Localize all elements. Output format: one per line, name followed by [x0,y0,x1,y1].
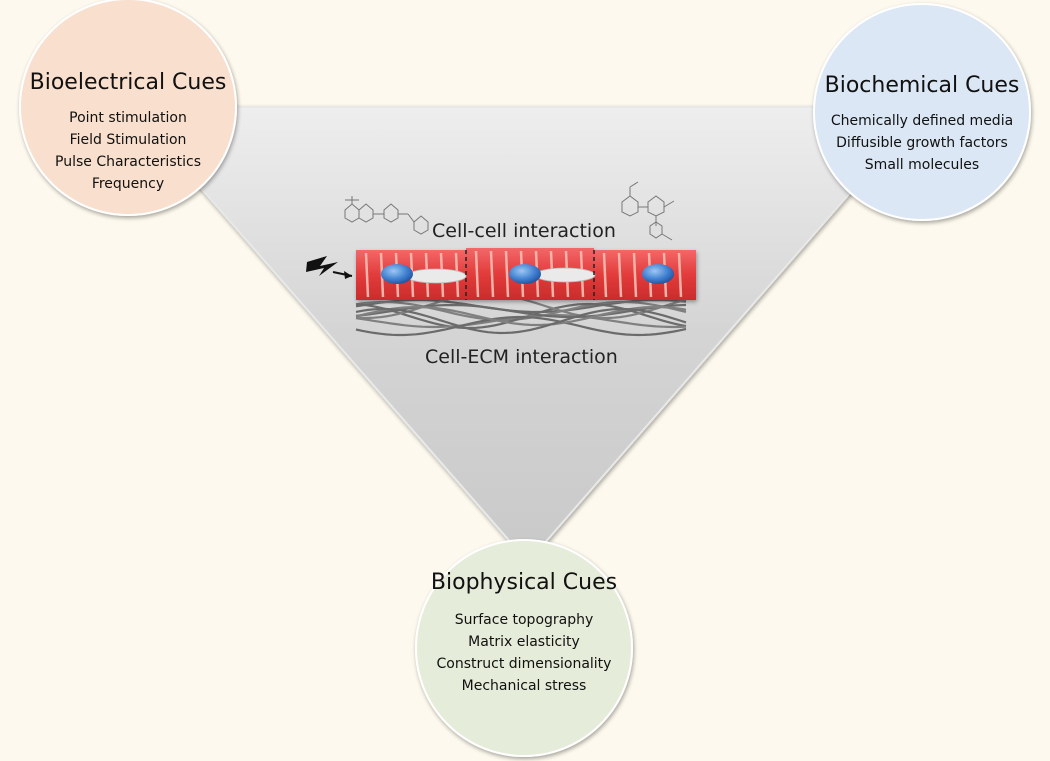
bioelectrical-item: Field Stimulation [69,132,187,148]
biochemical-item: Diffusible growth factors [836,135,1008,151]
bioelectrical-label-group: Bioelectrical Cues Point stimulation Fie… [28,70,228,195]
bioelectrical-item: Point stimulation [69,110,187,126]
biophysical-item: Mechanical stress [461,678,587,694]
striation [602,252,608,298]
cardiomyocyte-strip [356,248,696,300]
cell-ecm-interaction-label: Cell-ECM interaction [425,346,618,368]
striation [677,252,683,298]
biophysical-item: Matrix elasticity [468,634,580,650]
biophysical-item: Surface topography [454,612,594,628]
central-triangle [127,106,928,564]
biophysical-title: Biophysical Cues [430,570,618,595]
bioelectrical-item: Frequency [91,176,165,192]
biochemical-circle [813,3,1031,221]
lightning-bolt-icon [306,256,353,279]
intercellular-gap [534,267,596,283]
bioelectrical-circle [19,0,237,216]
striation [489,250,495,298]
cell-cell-interaction-label: Cell-cell interaction [432,220,616,242]
striation [364,252,370,298]
nucleus [381,264,413,284]
biochemical-item: Chemically defined media [830,113,1014,129]
biophysical-label-group: Biophysical Cues Surface topography Matr… [419,570,629,697]
biochemical-label-group: Biochemical Cues Chemically defined medi… [817,73,1027,176]
biophysical-circle [415,539,633,757]
biophysical-item: Construct dimensionality [436,656,612,672]
ecm-fibers [355,292,687,337]
ecm-fiber [355,307,687,335]
striation [632,252,638,298]
bioelectrical-title: Bioelectrical Cues [29,70,227,95]
intercellular-gap [405,268,467,284]
biochemical-item: Small molecules [864,157,980,173]
molecule-structure-icon [344,196,429,235]
molecule-structure-icon [621,181,675,241]
striation [617,252,623,298]
bioelectrical-item: Pulse Characteristics [55,154,201,170]
nucleus [642,264,674,284]
striation [474,250,480,298]
striation [504,250,510,298]
biochemical-title: Biochemical Cues [824,73,1020,98]
nucleus [509,264,541,284]
ecm-fiber [355,315,687,337]
